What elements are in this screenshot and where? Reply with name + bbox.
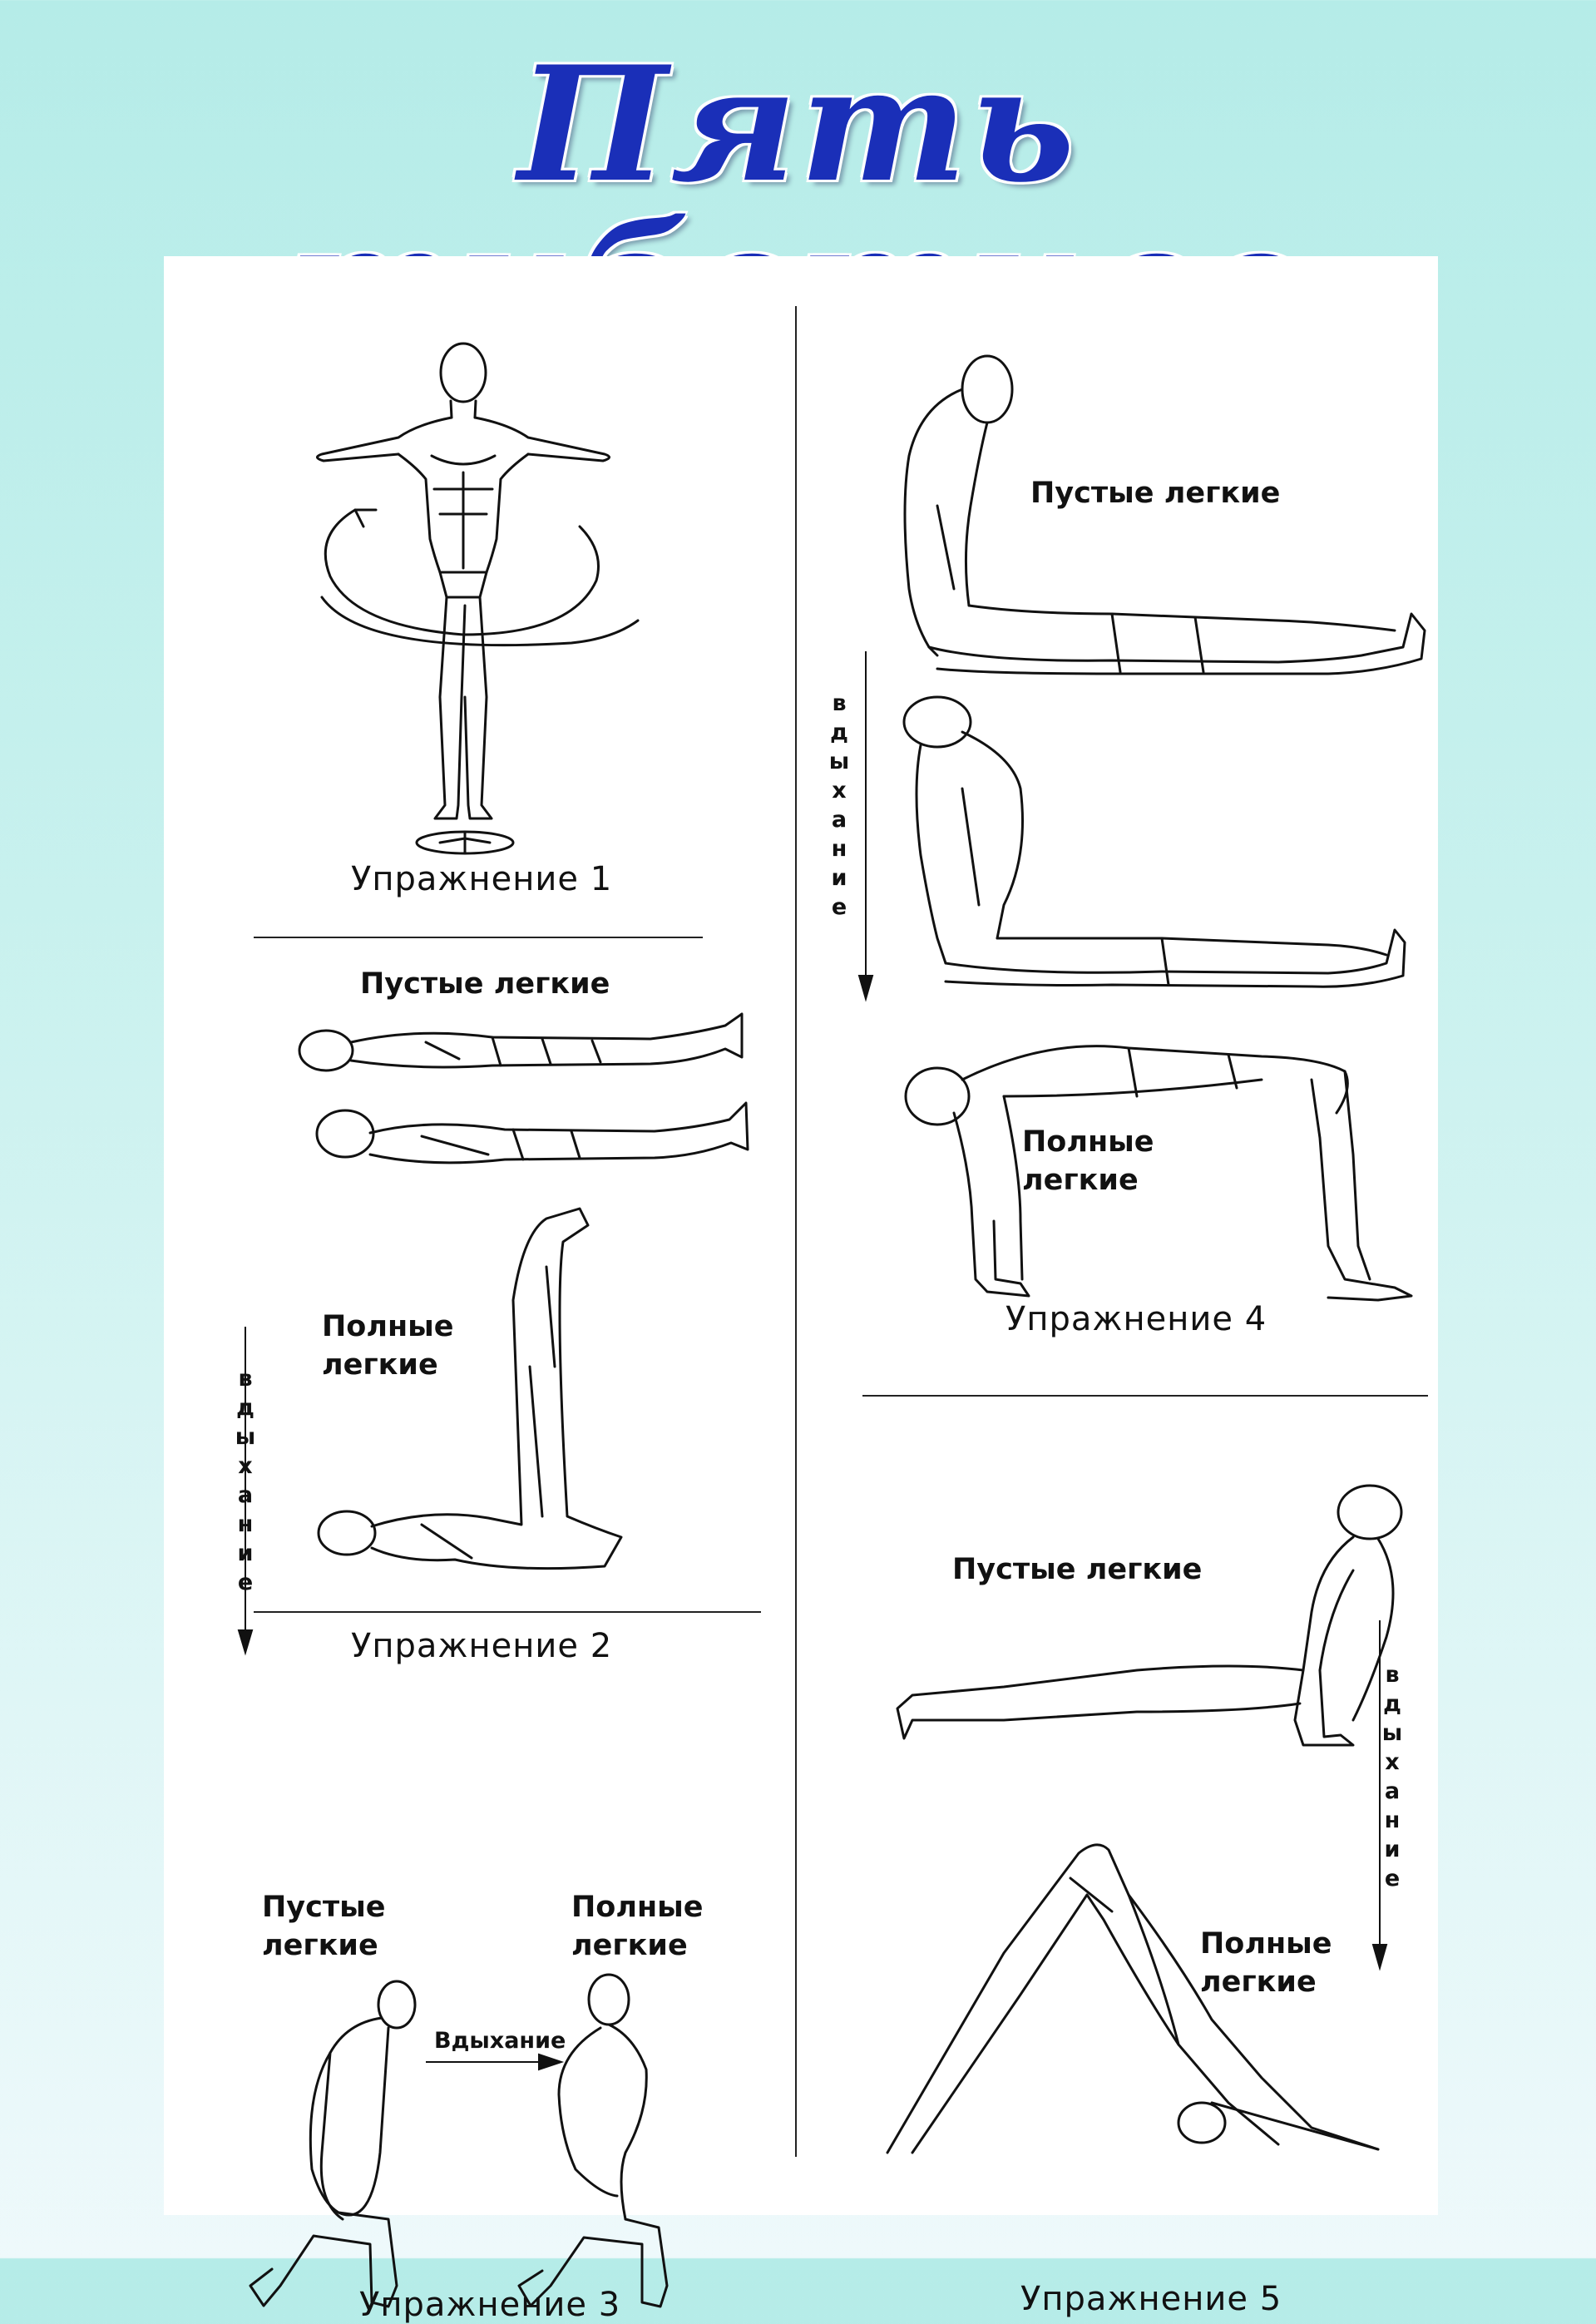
ex2-full-lungs-line2: легкие [322, 1348, 438, 1382]
ex5-full-lungs: Полные легкие [1200, 1925, 1332, 2001]
ex5-breath-arrow [1371, 1620, 1388, 1971]
exercise-1-label: Упражнение 1 [351, 860, 613, 898]
ex3-full-lungs-line1: Полные [571, 1891, 704, 1924]
upward-dog-figure [887, 1471, 1420, 1770]
ex3-full-lungs: Полные легкие [571, 1888, 704, 1965]
legs-raised-figure [305, 1200, 771, 1600]
divider-ex2-ex3 [254, 1611, 761, 1613]
lying-figure-1 [293, 1009, 758, 1092]
ex4-full-lungs: Полные легкие [1022, 1123, 1154, 1199]
lying-figure-2 [305, 1096, 771, 1196]
kneeling-forward-figure [247, 1970, 430, 2319]
ex2-empty-lungs: Пустые легкие [360, 967, 610, 1001]
ex2-full-lungs-line1: Полные [322, 1310, 454, 1343]
exercise-2-label: Упражнение 2 [351, 1627, 613, 1665]
ex5-full-lungs-line2: легкие [1200, 1966, 1317, 1999]
ex3-breath-arrow [426, 2053, 565, 2071]
downward-dog-figure [879, 1828, 1411, 2161]
column-divider [795, 306, 797, 2157]
ex4-empty-lungs: Пустые легкие [1030, 477, 1281, 510]
ex5-full-lungs-line1: Полные [1200, 1927, 1332, 1961]
standing-spin-figure [247, 331, 696, 855]
ex4-full-lungs-line1: Полные [1022, 1125, 1154, 1159]
sitting-chin-down-figure [862, 339, 1511, 689]
ex3-empty-lungs-line2: легкие [262, 1929, 378, 1962]
exercise-3-label: Упражнение 3 [359, 2286, 621, 2324]
ex3-full-lungs-line2: легкие [571, 1929, 688, 1962]
ex3-breath-label: Вдыхание [434, 2028, 566, 2054]
exercise-5-label: Упражнение 5 [1020, 2280, 1282, 2318]
sitting-head-back-figure [862, 689, 1511, 988]
ex2-full-lungs: Полные легкие [322, 1308, 454, 1384]
kneeling-backbend-figure [509, 1970, 725, 2319]
table-top-figure [879, 1005, 1495, 1304]
ex4-breath-arrow [857, 651, 874, 1002]
ex4-full-lungs-line2: легкие [1022, 1164, 1139, 1197]
ex3-empty-lungs-line1: Пустые [262, 1891, 386, 1924]
ex5-empty-lungs: Пустые легкие [952, 1553, 1203, 1586]
ex2-breath-arrow [237, 1327, 254, 1656]
divider-ex1-ex2 [254, 937, 703, 938]
ex3-empty-lungs: Пустые легкие [262, 1888, 386, 1965]
divider-ex4-ex5 [862, 1395, 1428, 1397]
exercise-4-label: Упражнение 4 [1006, 1300, 1267, 1338]
exercise-sheet: Упражнение 1 Пустые легкие Полные легкие… [164, 256, 1438, 2324]
